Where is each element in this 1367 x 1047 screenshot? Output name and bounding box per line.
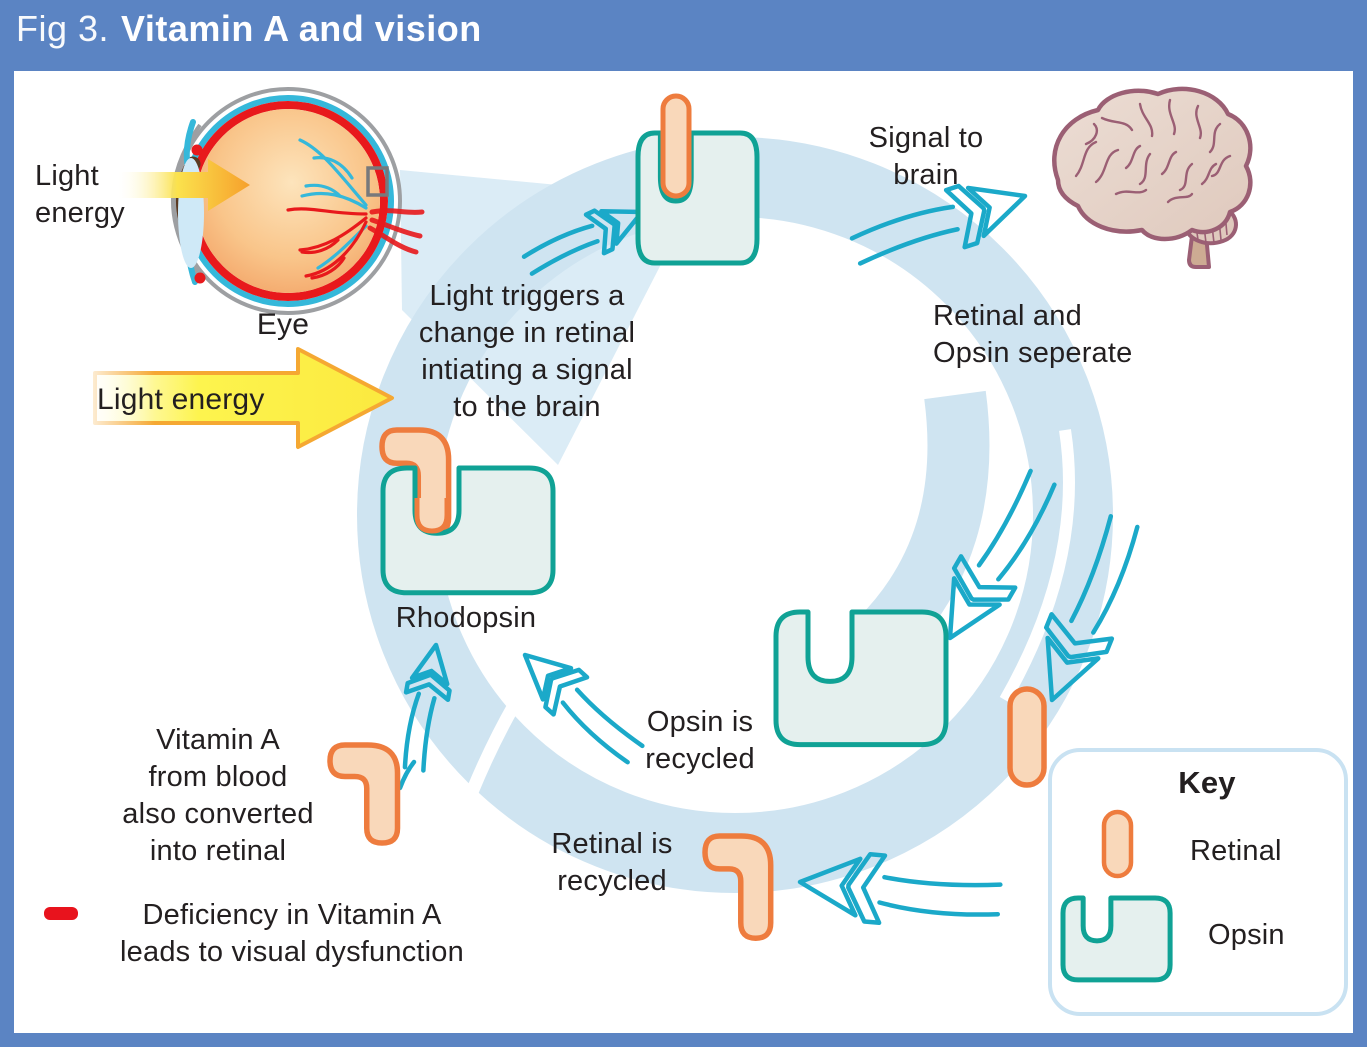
label-vitamin-a: Vitamin A from blood also converted into… [122,724,314,867]
key-title: Key [1178,765,1236,800]
brain-gyri [1074,98,1232,204]
figure-header: Fig 3. Vitamin A and vision [0,0,1367,57]
label-light-energy-top: Light energy [35,160,125,229]
cycle-arrows [391,167,1154,933]
zoom-marker [366,166,389,197]
brain-icon [1052,86,1253,269]
key-retinal-icon [1101,809,1134,879]
vitamin-a-retinal-icon [330,745,398,843]
key-box [1048,748,1348,1016]
label-light-triggers: Light triggers a change in retinal intia… [418,280,636,423]
label-retinal-opsin-separate: Retinal and Opsin seperate [933,300,1133,369]
opsin-icon [383,468,553,593]
figure-title: Vitamin A and vision [121,7,482,49]
free-retinal-icon [1007,686,1047,788]
label-rhodopsin: Rhodopsin [395,602,537,634]
label-light-energy-main: Light energy [97,383,265,416]
label-opsin-recycled: Opsin is recycled [645,706,755,775]
free-opsin-icon [776,612,946,745]
opsin-icon [638,133,757,263]
label-signal-to-brain: Signal to brain [868,122,984,191]
key-opsin-label: Opsin [1208,919,1285,951]
light-energy-arrow-large [75,345,394,451]
eye-illustration [171,87,425,315]
figure-number: Fig 3. [16,7,110,49]
light-energy-arrow-small [118,159,250,211]
deficiency-dash-icon [44,907,78,920]
key-retinal-label: Retinal [1190,835,1282,867]
retinal-icon [660,93,692,199]
optic-nerve [367,208,425,255]
activated-rhodopsin [638,93,757,263]
key-opsin-icon [1061,896,1172,982]
cyan-vessels [298,138,368,270]
label-eye: Eye [256,308,310,341]
retinal-in-slot [414,498,450,534]
label-deficiency: Deficiency in Vitamin A leads to visual … [120,899,464,968]
red-vessels [286,207,368,280]
label-retinal-recycled: Retinal is recycled [551,828,673,897]
rhodopsin-complex [382,430,553,593]
